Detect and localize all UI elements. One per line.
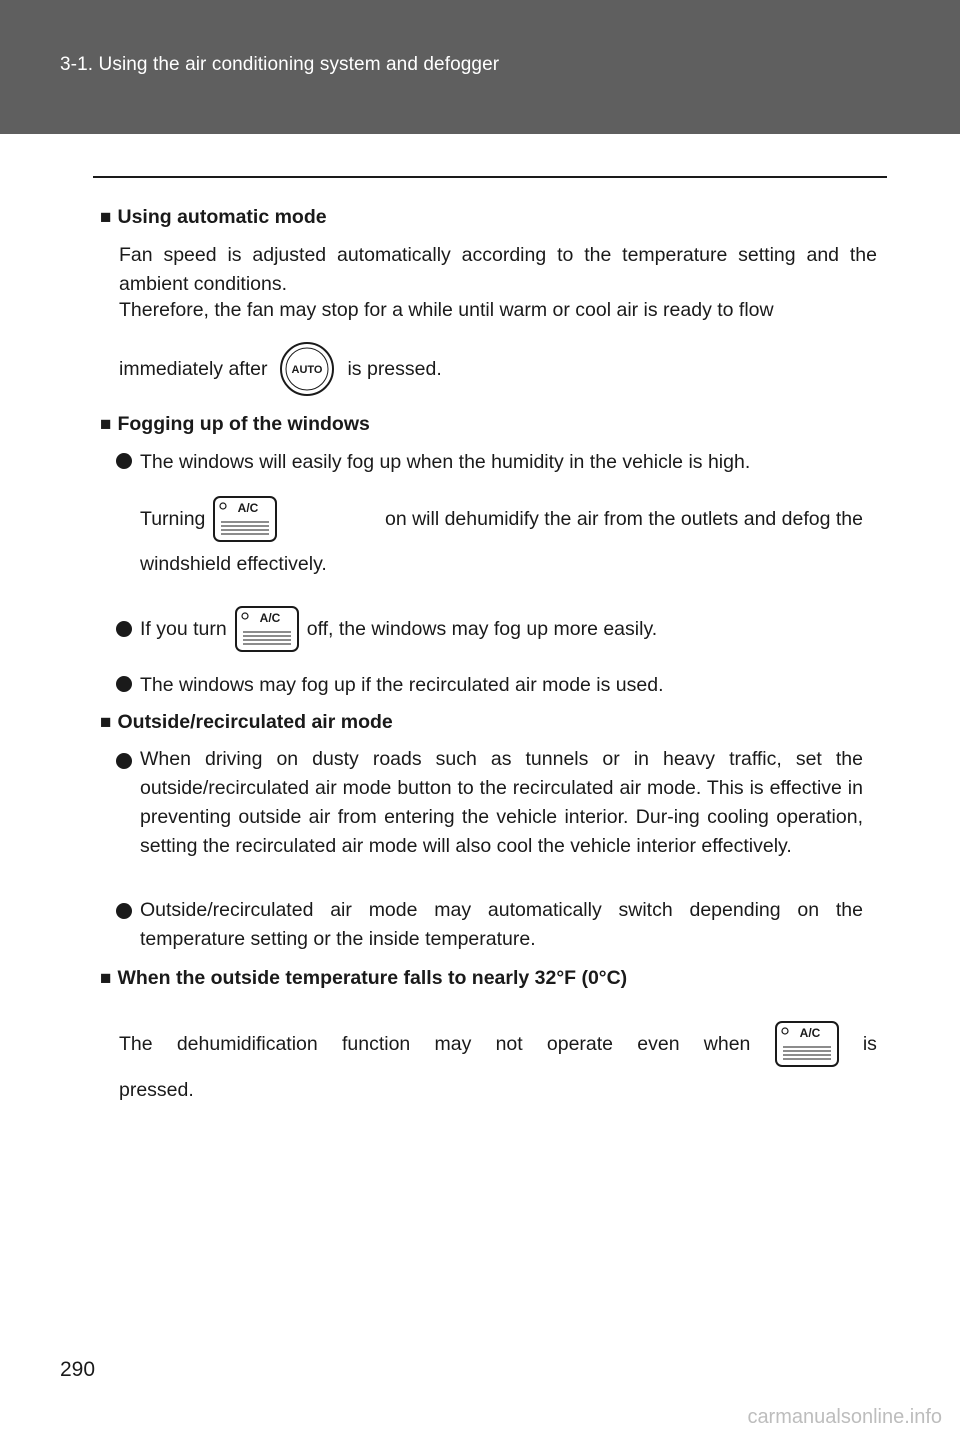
ac-button-icon: A/C — [774, 1021, 839, 1067]
heading-recirculated-mode: ■Outside/recirculated air mode — [100, 711, 393, 733]
fog-bullet-3: The windows may fog up if the recirculat… — [116, 674, 664, 697]
square-bullet-icon: ■ — [100, 968, 112, 989]
heading-fogging: ■Fogging up of the windows — [100, 413, 370, 435]
circle-bullet-icon — [116, 676, 132, 692]
square-bullet-icon: ■ — [100, 207, 112, 228]
circle-bullet-icon — [116, 621, 132, 637]
ac-button-label: A/C — [799, 1026, 820, 1040]
fog-bullet-2: If you turn A/C off, the windows may fog… — [116, 606, 657, 652]
ac-button-icon: A/C — [213, 496, 278, 542]
circle-bullet-icon — [116, 453, 132, 469]
auto-mode-line2: Therefore, the fan may stop for a while … — [119, 299, 774, 321]
square-bullet-icon: ■ — [100, 414, 112, 435]
ac-button-label: A/C — [259, 611, 280, 625]
divider — [93, 176, 887, 178]
cold-line2: pressed. — [119, 1079, 194, 1101]
recirc-bullet-1: When driving on dusty roads such as tunn… — [140, 748, 863, 857]
recirc-bullet-2: Outside/recirculated air mode may automa… — [140, 899, 863, 950]
page-number: 290 — [60, 1358, 96, 1381]
fog-bullet-1-line3: windshield effectively. — [140, 553, 327, 575]
ac-button-icon: A/C — [234, 606, 299, 652]
ac-button-label: A/C — [238, 501, 259, 515]
heading-cold-temperature: ■When the outside temperature falls to n… — [100, 967, 628, 989]
circle-bullet-icon — [116, 903, 132, 919]
fog-bullet-1-line1: The windows will easily fog up when the … — [116, 451, 750, 474]
section-title: 3-1. Using the air conditioning system a… — [60, 54, 500, 75]
square-bullet-icon: ■ — [100, 712, 112, 733]
auto-button-label: AUTO — [292, 364, 323, 376]
auto-mode-line3: immediately after AUTO is pressed. — [119, 341, 442, 397]
watermark: carmanualsonline.info — [747, 1406, 942, 1428]
fog-bullet-1-line2: Turning A/C on will dehumidify the air f… — [140, 496, 863, 542]
heading-automatic-mode: ■Using automatic mode — [100, 206, 327, 228]
auto-mode-text: Fan speed is adjusted automatically acco… — [119, 244, 877, 295]
cold-line1: The dehumidification function may not op… — [119, 1021, 877, 1067]
auto-button-icon: AUTO — [280, 342, 335, 396]
page-header: 3-1. Using the air conditioning system a… — [0, 0, 960, 134]
circle-bullet-icon — [116, 753, 132, 769]
